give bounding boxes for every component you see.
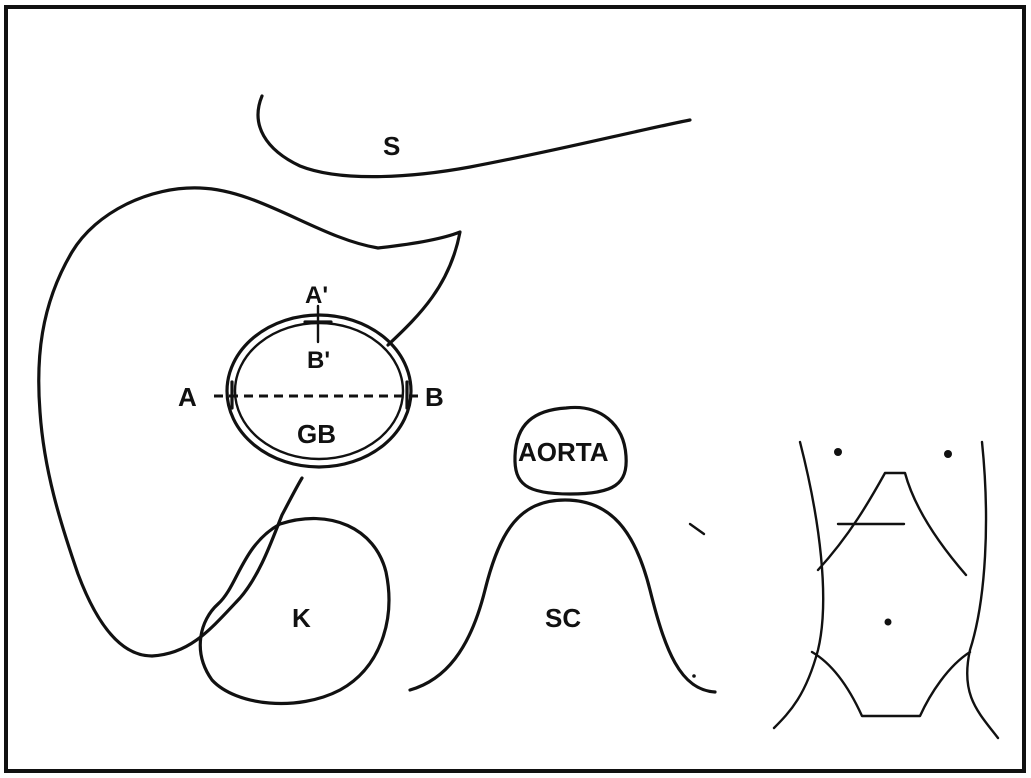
artifact-dot [692, 674, 696, 678]
label-b: B [425, 382, 444, 412]
label-b-prime: B' [307, 347, 330, 374]
artifact-mark [688, 522, 706, 536]
spinal-column-outline [408, 498, 717, 694]
liver-outline [37, 186, 462, 658]
stomach-outline [256, 94, 692, 179]
label-a: A [178, 382, 197, 412]
label-a-prime: A' [305, 282, 328, 309]
diagram-frame [4, 5, 1026, 773]
label-kidney: K [292, 603, 311, 633]
torso-right-nipple-dot [944, 450, 952, 458]
torso-position-icon [772, 440, 1000, 740]
aorta-outline [513, 405, 628, 496]
torso-left-nipple-dot [834, 448, 842, 456]
kidney-outline [198, 516, 391, 706]
torso-rib-cage [816, 471, 968, 577]
torso-pelvis [810, 650, 972, 718]
label-stomach: S [383, 131, 400, 161]
label-spinal-column: SC [545, 603, 581, 633]
label-aorta: AORTA [518, 437, 609, 467]
torso-left-side [772, 440, 825, 730]
torso-navel-dot [884, 618, 892, 626]
torso-right-side [965, 440, 1000, 740]
label-gallbladder: GB [297, 419, 336, 449]
